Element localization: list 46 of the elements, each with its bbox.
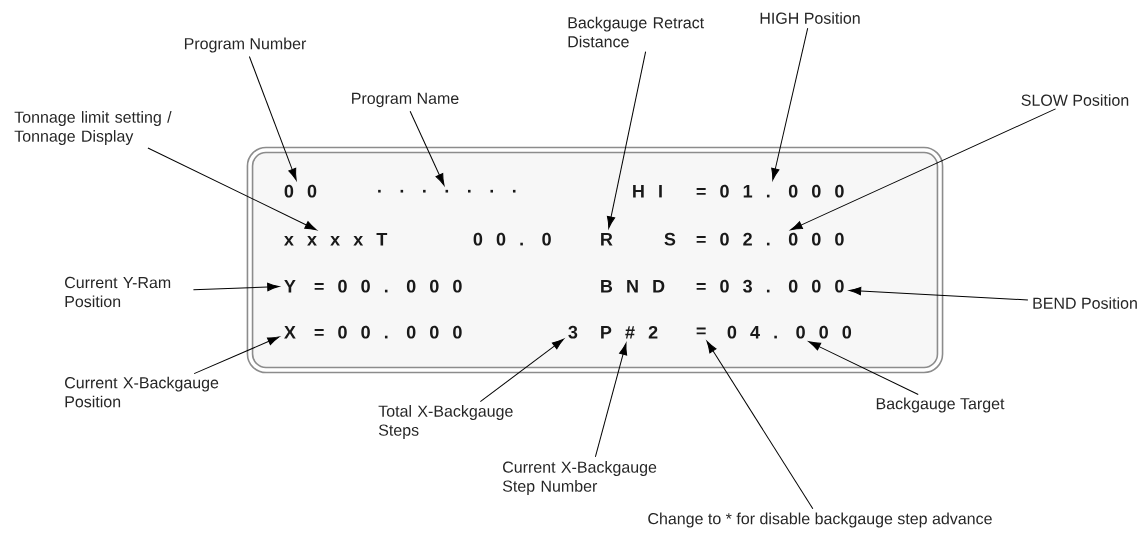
arrow [808,341,919,395]
arrow [790,108,1057,231]
display-characters: 0 4 . 0 0 0 [727,325,852,339]
annotation-label: HIGH Position [760,12,860,24]
arrow [594,342,628,458]
annotation-label: SLOW Position [1021,94,1129,106]
arrow [147,147,317,231]
annotation-label: Backgauge Target [876,397,1005,413]
display-characters: = 0 0 . 0 0 0 [314,325,462,339]
annotation-label: Program Name [352,92,459,108]
arrow [606,51,647,229]
display-characters: . . . . . . . [378,189,516,193]
display-characters: 0 0 . 0 [473,232,551,246]
arrow [192,282,280,292]
annotation-label: Program Number [184,37,307,53]
display-characters: = 0 0 . 0 0 0 [314,279,462,293]
arrow [248,56,297,181]
display-characters: P # 2 [601,325,658,339]
annotation-label: Current Y-Ram Position [65,276,171,308]
annotation-label: Total X-Backgauge Steps [378,405,513,439]
arrow [479,338,564,403]
display-characters: 3 [568,325,578,339]
annotation-label: BEND Position [1033,297,1137,309]
annotation-label: Current X-Backgauge Step Number [502,461,657,495]
annotation-label: Change to * for disable backgauge step advance [648,512,992,528]
display-characters: = 0 2 . 0 0 0 [696,232,844,246]
annotation-label: Backgauge Retract Distance [568,16,705,48]
arrow [409,110,445,186]
display-characters: X [284,326,296,339]
display-characters: = 0 3 . 0 0 0 [696,279,844,293]
arrow [706,340,814,510]
annotation-label: Current X-Backgauge Position [65,376,219,408]
arrow [771,27,809,181]
display-characters: R [601,233,613,246]
display-characters: H I [633,185,662,198]
arrow [849,286,1029,301]
display-characters: = 0 1 . 0 0 0 [696,184,844,198]
display-characters: = [696,327,706,335]
display-characters: x x x x T [284,233,388,246]
display-characters: 0 0 [284,184,317,198]
annotation-label: Tonnage limit setting / Tonnage Display [14,111,172,145]
display-characters: S [664,232,676,246]
lcd-display-frame [246,146,944,374]
display-characters: B N D [601,280,665,293]
arrow [193,336,280,375]
display-characters: Y [284,280,296,293]
